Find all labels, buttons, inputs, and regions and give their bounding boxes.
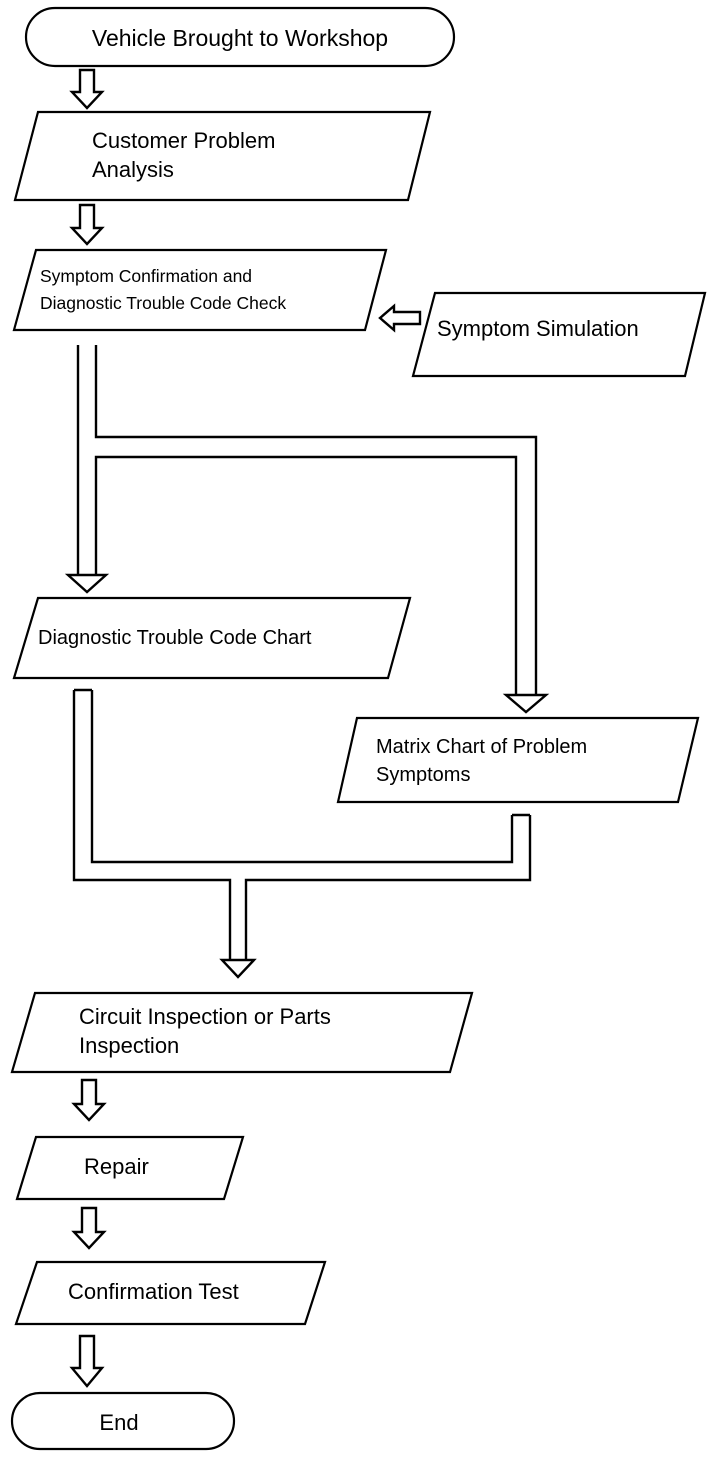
start-terminator bbox=[24, 6, 456, 68]
branch-path-inner bbox=[94, 455, 518, 695]
end-terminator bbox=[10, 1391, 236, 1451]
branch-path-outer bbox=[76, 345, 538, 695]
merge-path-inner bbox=[90, 690, 514, 864]
dtc-chart-label: Diagnostic Trouble Code Chart bbox=[38, 627, 312, 649]
confirmation-test-box bbox=[14, 1260, 327, 1326]
end-label: End bbox=[99, 1410, 138, 1435]
matrix-chart-label: Matrix Chart of Problem Symptoms bbox=[376, 736, 593, 786]
arrow-to-circuit-inspection bbox=[219, 958, 257, 979]
arrow-analysis-to-confirmation bbox=[69, 203, 105, 246]
circuit-inspection-box bbox=[10, 991, 474, 1074]
arrow-to-repair bbox=[71, 1078, 107, 1122]
confirmation-test-label: Confirmation Test bbox=[68, 1279, 239, 1304]
start-label: Vehicle Brought to Workshop bbox=[92, 25, 388, 51]
arrow-to-matrix-chart bbox=[502, 693, 550, 714]
repair-box bbox=[15, 1135, 245, 1201]
symptom-confirmation-box bbox=[12, 248, 388, 332]
symptom-simulation-label: Symptom Simulation bbox=[437, 316, 639, 341]
arrow-to-end bbox=[69, 1334, 105, 1388]
arrow-to-confirmation-test bbox=[71, 1206, 107, 1250]
arrow-simulation-to-confirmation bbox=[378, 303, 422, 333]
customer-problem-analysis-box bbox=[13, 110, 432, 202]
merge-path-outer bbox=[72, 690, 532, 960]
repair-label: Repair bbox=[84, 1154, 149, 1179]
circuit-inspection-label: Circuit Inspection or Parts Inspection bbox=[79, 1004, 337, 1058]
arrow-to-dtc-chart bbox=[64, 573, 110, 594]
customer-problem-analysis-label: Customer Problem Analysis bbox=[92, 128, 282, 182]
dtc-chart-box bbox=[12, 596, 412, 680]
arrow-start-to-analysis bbox=[69, 68, 105, 110]
matrix-chart-box bbox=[336, 716, 700, 804]
symptom-confirmation-label: Symptom Confirmation and Diagnostic Trou… bbox=[40, 266, 286, 313]
symptom-simulation-box bbox=[411, 291, 707, 378]
